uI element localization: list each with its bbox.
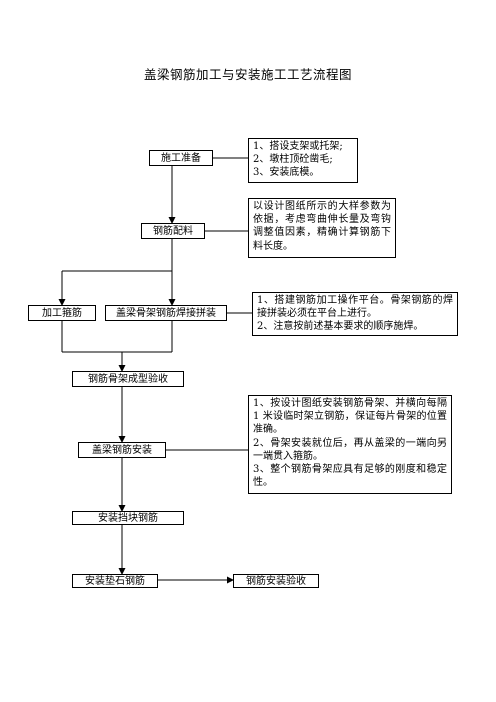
note-line: 2、骨架安装就位后，再从盖梁的一端向另一端贯入箍筋。 bbox=[253, 437, 447, 462]
node-process-stirrups: 加工箍筋 bbox=[28, 305, 96, 321]
note-line: 3、整个钢筋骨架应具有足够的刚度和稳定性。 bbox=[253, 464, 447, 489]
note-construction-prep: 1、搭设支架或托架; 2、墩柱顶砼凿毛; 3、安装底模。 bbox=[248, 138, 358, 183]
note-line: 1、搭设支架或托架; bbox=[253, 141, 343, 152]
node-construction-prep: 施工准备 bbox=[149, 150, 213, 166]
node-rebar-batching: 钢筋配料 bbox=[141, 223, 205, 239]
note-line: 1、按设计图纸安装钢筋骨架、并横向每隔 1 米设临时架立钢筋，保证每片骨架的位置… bbox=[253, 398, 447, 436]
node-rebar-installation: 盖梁钢筋安装 bbox=[78, 442, 166, 458]
note-rebar-installation: 1、按设计图纸安装钢筋骨架、并横向每隔 1 米设临时架立钢筋，保证每片骨架的位置… bbox=[248, 395, 452, 494]
node-final-acceptance: 钢筋安装验收 bbox=[233, 574, 319, 588]
node-pad-rebar: 安装垫石钢筋 bbox=[72, 574, 158, 588]
node-frame-inspection: 钢筋骨架成型验收 bbox=[72, 371, 184, 387]
note-line: 2、注意按前述基本要求的顺序施焊。 bbox=[257, 321, 424, 333]
note-frame-welding: 1、搭建钢筋加工操作平台。骨架钢筋的焊接拼装必须在平台上进行。 2、注意按前述基… bbox=[252, 292, 458, 336]
note-line: 3、安装底模。 bbox=[253, 167, 320, 179]
node-retainer-rebar: 安装挡块钢筋 bbox=[72, 511, 184, 525]
node-frame-welding: 盖梁骨架钢筋焊接拼装 bbox=[105, 305, 227, 321]
note-line: 1、搭建钢筋加工操作平台。骨架钢筋的焊接拼装必须在平台上进行。 bbox=[257, 295, 453, 320]
note-rebar-batching: 以设计图纸所示的大样参数为依据，考虑弯曲伸长量及弯钩调整值因素，精确计算钢筋下料… bbox=[248, 198, 396, 258]
note-line: 2、墩柱顶砼凿毛; bbox=[253, 154, 333, 166]
page-title: 盖梁钢筋加工与安装施工工艺流程图 bbox=[143, 67, 352, 82]
note-line: 以设计图纸所示的大样参数为依据，考虑弯曲伸长量及弯钩调整值因素，精确计算钢筋下料… bbox=[253, 201, 391, 252]
